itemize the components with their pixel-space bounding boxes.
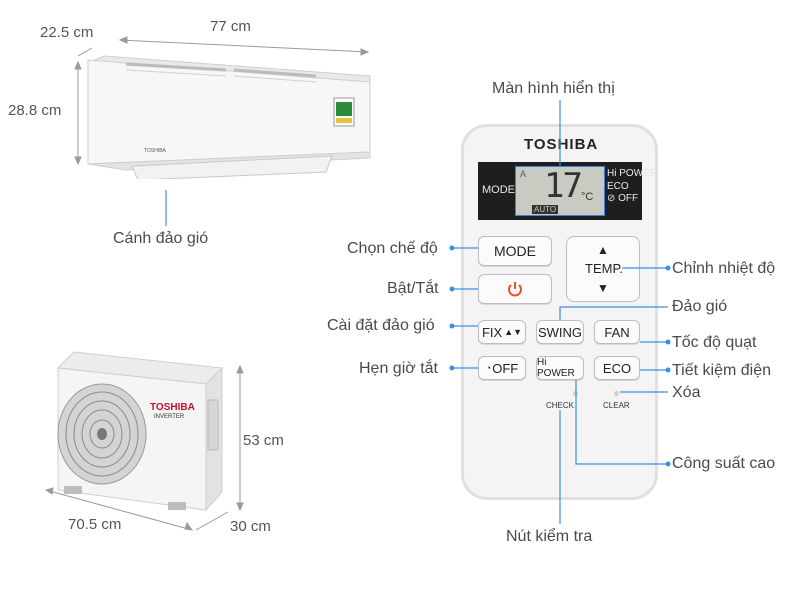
fix-button[interactable]: FIX▲▼ (478, 320, 526, 344)
lcd-eco: ECO (607, 181, 629, 192)
remote-brand: TOSHIBA (524, 136, 599, 153)
outdoor-unit: TOSHIBA INVERTER (50, 350, 240, 520)
off-timer-callout: Hẹn giờ tắt (359, 360, 438, 377)
indoor-unit: TOSHIBA (86, 54, 372, 181)
temp-callout: Chỉnh nhiệt độ (672, 260, 776, 277)
lcd-unit: °C (581, 191, 594, 203)
hi-power-callout: Công suất cao (672, 455, 776, 472)
check-callout: Nút kiểm tra (506, 528, 593, 545)
lcd-auto: AUTO (532, 205, 559, 214)
eco-callout: Tiết kiệm điện (672, 362, 771, 379)
fix-callout: Cài đặt đảo gió (327, 317, 435, 334)
power-callout: Bật/Tắt (387, 280, 439, 297)
off-label: OFF (492, 360, 519, 376)
temp-down-icon[interactable]: ▼ (597, 281, 609, 295)
hi-power-button[interactable]: Hi POWER (536, 356, 584, 380)
clear-led (614, 391, 619, 396)
swing-button[interactable]: SWING (536, 320, 584, 344)
lcd-mode-label: MODE (482, 184, 515, 196)
fix-label: FIX (481, 324, 503, 340)
outdoor-subtitle: INVERTER (154, 414, 185, 420)
temp-button[interactable]: ▲ TEMP. ▼ (566, 236, 640, 302)
check-button[interactable]: CHECK (546, 401, 575, 410)
lcd-off-timer: ⊘ OFF (607, 193, 639, 204)
fan-callout: Tốc độ quạt (672, 334, 757, 351)
display-callout: Màn hình hiển thị (492, 80, 615, 97)
indoor-height-label: 28.8 cm (8, 102, 62, 119)
off-timer-button[interactable]: ◔OFF (478, 356, 526, 380)
clear-callout: Xóa (672, 384, 701, 401)
indoor-brand: TOSHIBA (144, 148, 166, 154)
fix-arrows-icon: ▲▼ (504, 327, 523, 337)
swing-callout: Đảo gió (672, 298, 728, 315)
power-icon (508, 282, 522, 297)
mode-button[interactable]: MODE (478, 236, 552, 266)
indoor-depth-label: 22.5 cm (40, 24, 94, 41)
lcd-hi-power: Hi POWER (607, 168, 657, 179)
lcd-screen (515, 166, 605, 216)
outdoor-depth-label: 30 cm (230, 518, 271, 535)
outdoor-height-label: 53 cm (243, 432, 284, 449)
lcd-temperature: 17 (544, 166, 583, 206)
outdoor-width-label: 70.5 cm (68, 516, 122, 533)
indoor-width-label: 77 cm (210, 18, 251, 35)
indoor-unit-drawing (87, 55, 371, 181)
fan-button[interactable]: FAN (594, 320, 640, 344)
mode-callout: Chọn chế độ (347, 240, 438, 257)
lcd-indicator-a: A (520, 169, 527, 179)
power-button[interactable] (478, 274, 552, 304)
outdoor-unit-drawing (56, 351, 224, 512)
temp-up-icon[interactable]: ▲ (597, 243, 609, 257)
clock-icon: ◔ (485, 363, 492, 373)
clear-button[interactable]: CLEAR (603, 401, 630, 410)
louver-callout: Cánh đảo gió (113, 230, 209, 247)
temp-label: TEMP. (585, 261, 624, 276)
check-led (573, 391, 578, 396)
eco-button[interactable]: ECO (594, 356, 640, 380)
outdoor-brand: TOSHIBA (150, 402, 195, 413)
